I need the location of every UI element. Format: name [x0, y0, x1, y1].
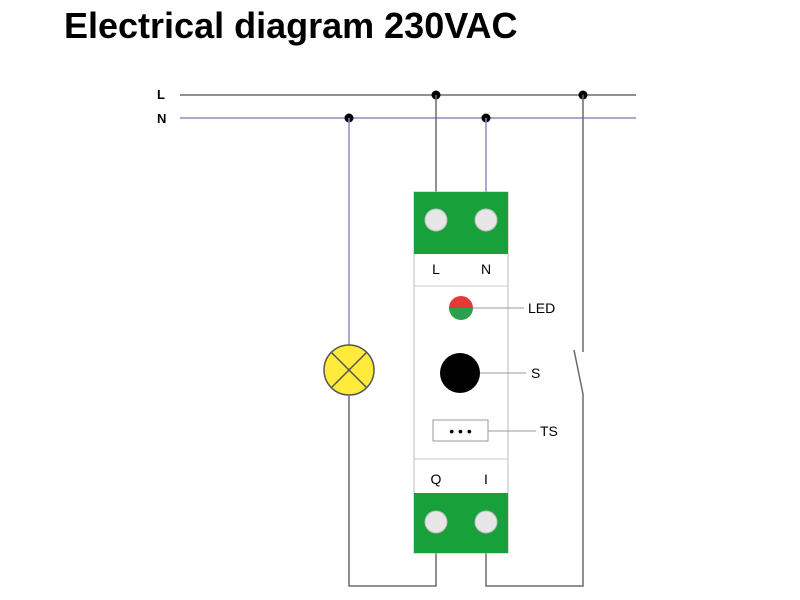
switch-return-wire: [485, 394, 584, 587]
switch-contact-icon: [573, 349, 584, 395]
terminal-label-i: I: [484, 471, 488, 487]
terminal-screw-icon: [474, 208, 498, 232]
terminal-screw-icon: [424, 510, 448, 534]
terminal-strip-dots: • • •: [449, 423, 472, 439]
terminal-label-l: L: [432, 261, 440, 277]
line-label: L: [157, 87, 165, 102]
led-label: LED: [528, 300, 555, 316]
lamp-icon: [323, 344, 375, 396]
diagram-title: Electrical diagram 230VAC: [64, 5, 518, 46]
push-button-s[interactable]: [440, 353, 480, 393]
terminal-label-n: N: [481, 261, 491, 277]
terminal-screw-icon: [424, 208, 448, 232]
terminal-screw-icon: [474, 510, 498, 534]
terminal-label-q: Q: [431, 471, 442, 487]
lamp-return-wire: [348, 395, 437, 587]
neutral-label: N: [157, 111, 166, 126]
ts-label: TS: [540, 423, 558, 439]
led-indicator-icon: [449, 296, 473, 320]
button-label: S: [531, 365, 540, 381]
